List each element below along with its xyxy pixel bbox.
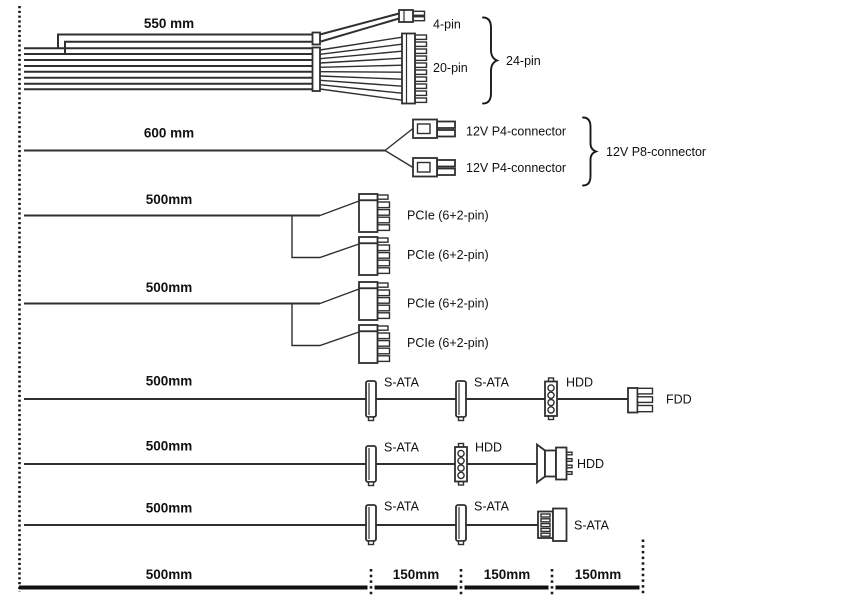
connector-hdd-icon bbox=[544, 377, 558, 421]
connector-hdd-molex-icon bbox=[536, 442, 573, 485]
cable-row-sata-fdd: 500mm S-ATA S-ATA HDD FDD bbox=[24, 374, 692, 422]
connector-hdd-icon bbox=[454, 442, 468, 486]
label-p8: 12V P8-connector bbox=[606, 145, 706, 159]
label-pcie-1: PCIe (6+2-pin) bbox=[407, 297, 489, 311]
length-label-600mm: 600 mm bbox=[144, 126, 194, 141]
label-pcie-2: PCIe (6+2-pin) bbox=[407, 336, 489, 350]
connector-sata-end-icon bbox=[537, 507, 568, 542]
label-p4-1: 12V P4-connector bbox=[466, 125, 566, 139]
ruler: 500mm 150mm 150mm 150mm bbox=[19, 539, 645, 595]
ruler-label-500mm: 500mm bbox=[146, 567, 193, 582]
wire-split bbox=[291, 200, 360, 259]
label-sata-3: S-ATA bbox=[574, 519, 610, 533]
wire-split bbox=[291, 288, 360, 347]
connector-4pin-icon bbox=[398, 9, 426, 23]
connector-sata-icon bbox=[365, 504, 377, 546]
brace-24pin bbox=[482, 16, 500, 105]
connector-20pin-icon bbox=[401, 32, 428, 105]
wire-split bbox=[384, 127, 414, 169]
label-hdd-1: HDD bbox=[475, 441, 502, 455]
label-fdd: FDD bbox=[666, 393, 692, 407]
label-hdd: HDD bbox=[566, 376, 593, 390]
label-sata-2: S-ATA bbox=[474, 500, 510, 514]
connector-pcie-icon bbox=[358, 281, 391, 321]
brace-p8 bbox=[582, 116, 599, 187]
cable-row-sata-sata: 500mm S-ATA S-ATA S-ATA bbox=[24, 500, 610, 546]
connector-p4-icon bbox=[412, 118, 456, 139]
length-label: 500mm bbox=[146, 439, 193, 454]
cable-row-pcie-2: 500mm PCIe (6+2-pin) PCIe (6+2-pin) bbox=[24, 280, 489, 364]
wire-bundle bbox=[24, 47, 320, 91]
connector-pcie-icon bbox=[358, 324, 391, 364]
connector-sata-icon bbox=[455, 504, 467, 546]
label-pcie-1: PCIe (6+2-pin) bbox=[407, 209, 489, 223]
cable-clip-large bbox=[311, 46, 321, 92]
connector-fdd-icon bbox=[627, 387, 654, 414]
wire-4pin-a bbox=[57, 12, 400, 49]
ruler-label-150mm-1: 150mm bbox=[393, 567, 440, 582]
label-p4-2: 12V P4-connector bbox=[466, 161, 566, 175]
label-sata-1: S-ATA bbox=[384, 500, 420, 514]
label-20pin: 20-pin bbox=[433, 61, 468, 75]
connector-p4-icon bbox=[412, 157, 456, 178]
cable-row-eps-12v: 600 mm 12V P4-connector 12V P4-connector… bbox=[24, 116, 706, 187]
ruler-label-150mm-3: 150mm bbox=[575, 567, 622, 582]
cable-row-sata-hdd: 500mm S-ATA HDD HDD bbox=[24, 439, 604, 487]
label-hdd-2: HDD bbox=[577, 457, 604, 471]
label-pcie-2: PCIe (6+2-pin) bbox=[407, 248, 489, 262]
length-label: 500mm bbox=[146, 501, 193, 516]
connector-pcie-icon bbox=[358, 193, 391, 233]
connector-pcie-icon bbox=[358, 236, 391, 276]
ruler-label-150mm-2: 150mm bbox=[484, 567, 531, 582]
connector-sata-icon bbox=[455, 380, 467, 422]
connector-sata-icon bbox=[365, 380, 377, 422]
cable-row-atx-24pin: 550 mm 4-pin 20-pin 24-pin bbox=[24, 9, 541, 105]
length-label: 500mm bbox=[146, 280, 193, 295]
label-sata-1: S-ATA bbox=[384, 376, 420, 390]
label-sata: S-ATA bbox=[384, 441, 420, 455]
length-label-550mm: 550 mm bbox=[144, 16, 194, 31]
wire-fanout bbox=[319, 36, 403, 101]
cable-row-pcie-1: 500mm PCIe (6+2-pin) PCIe (6+2-pin) bbox=[24, 192, 489, 276]
label-sata-2: S-ATA bbox=[474, 376, 510, 390]
length-label: 500mm bbox=[146, 374, 193, 389]
cable-clip-small bbox=[311, 31, 321, 46]
connector-sata-icon bbox=[365, 445, 377, 487]
label-24pin: 24-pin bbox=[506, 54, 541, 68]
label-4pin: 4-pin bbox=[433, 18, 461, 32]
length-label: 500mm bbox=[146, 192, 193, 207]
